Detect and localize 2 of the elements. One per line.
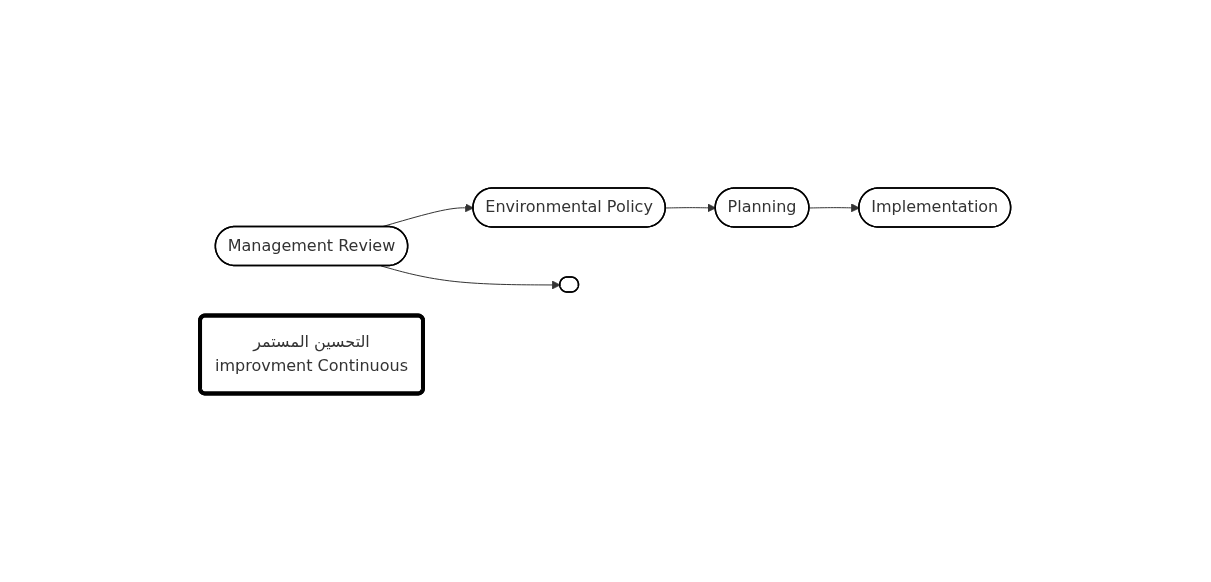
arrow	[380, 265, 561, 290]
arrow	[809, 203, 860, 213]
